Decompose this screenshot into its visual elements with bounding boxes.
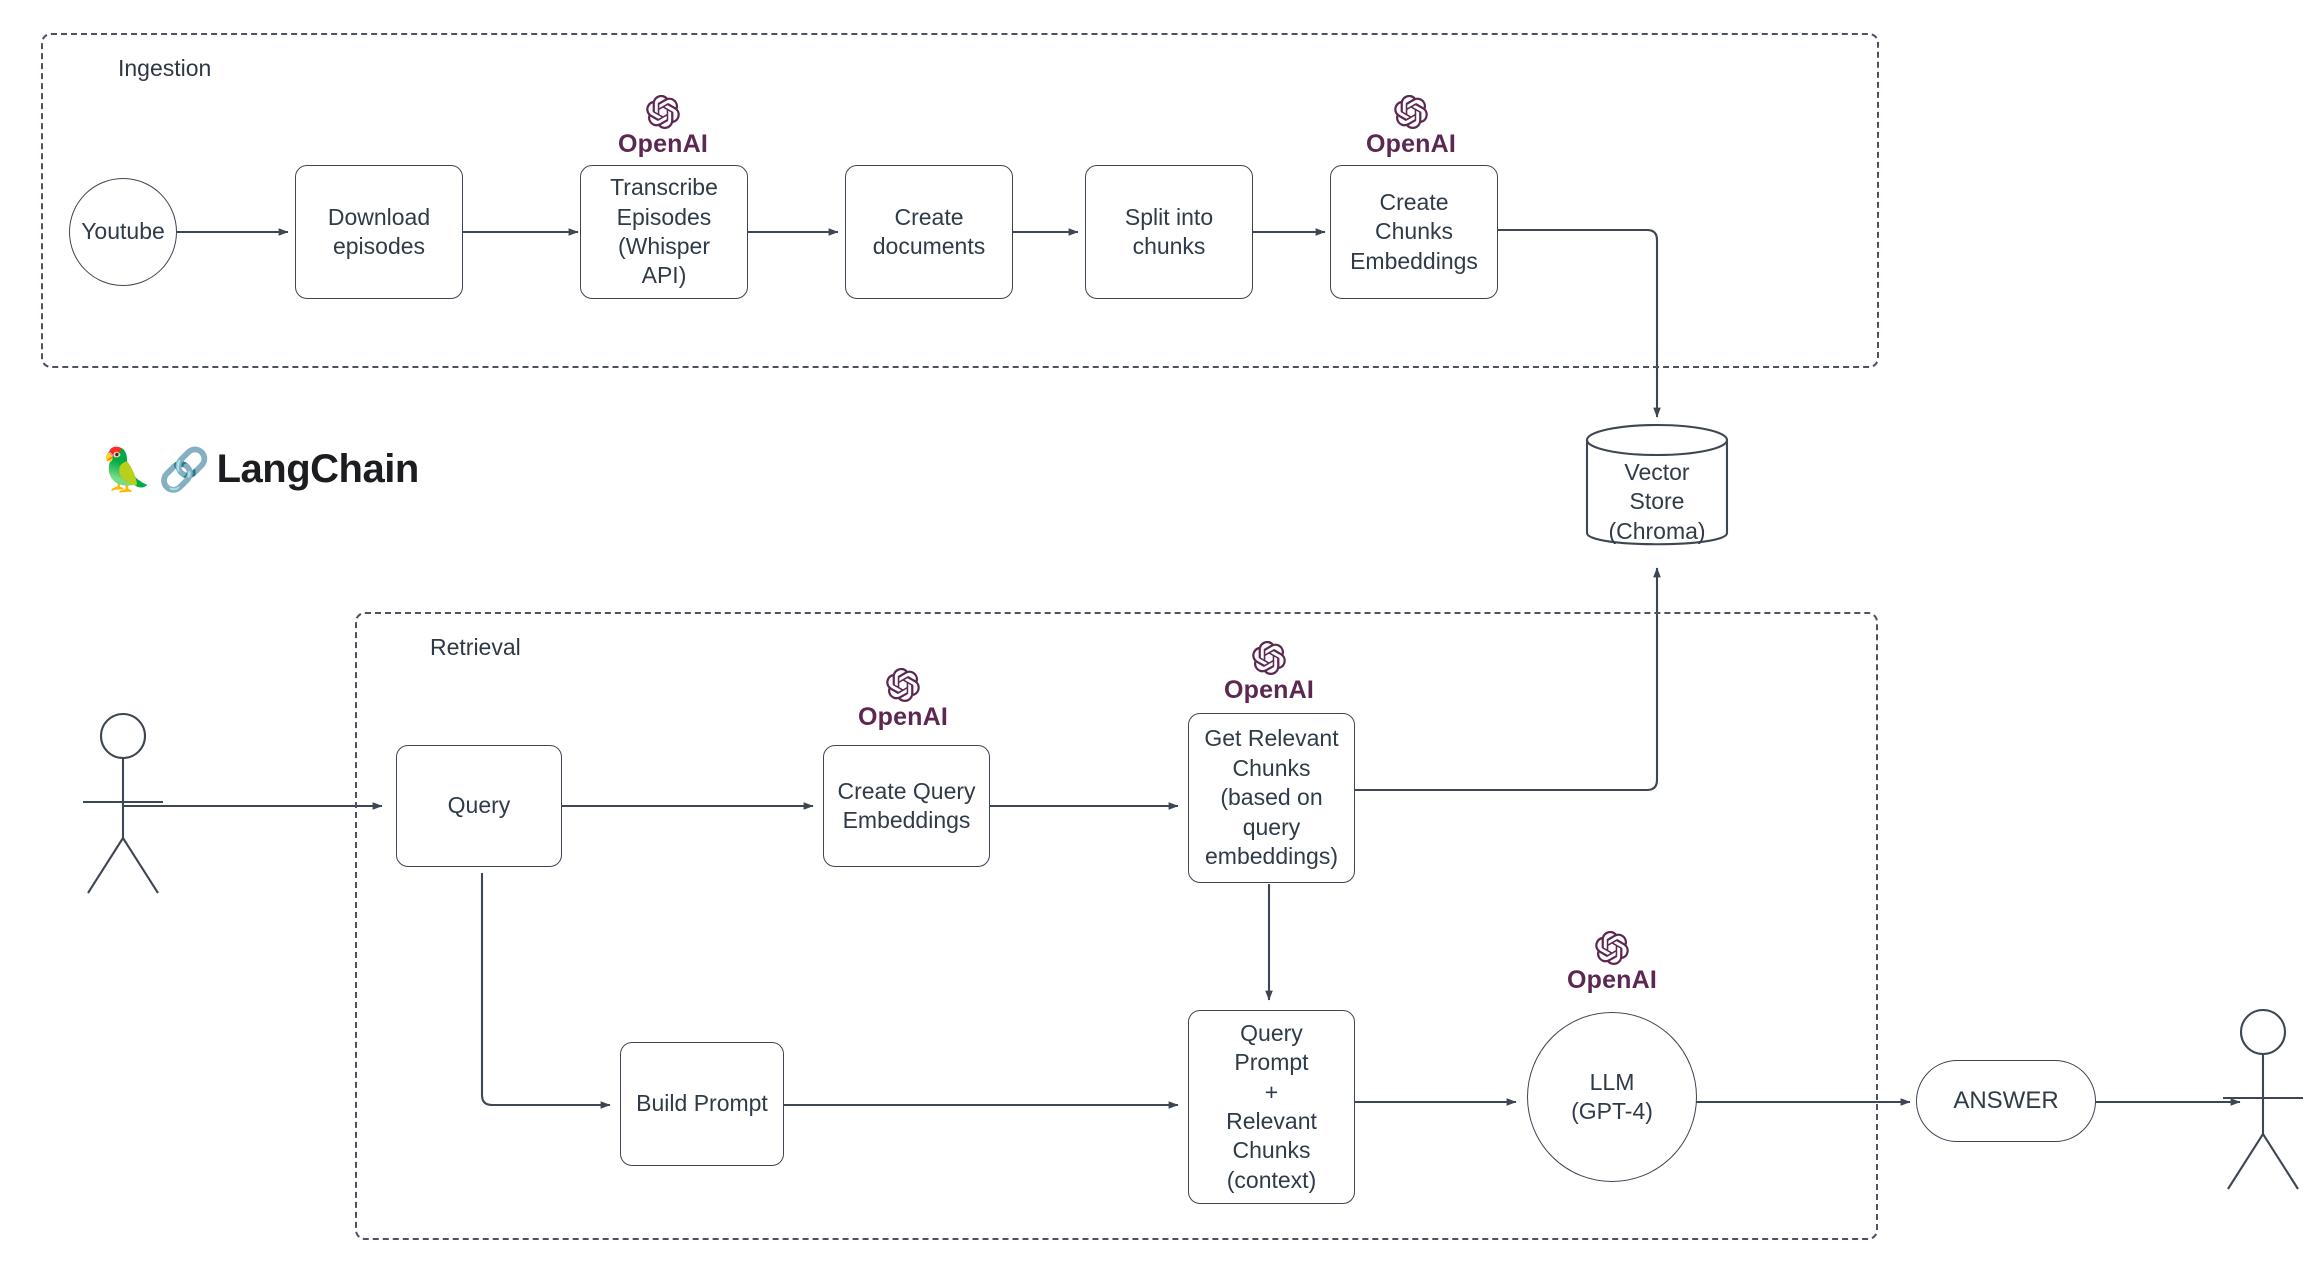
node-youtube[interactable]: Youtube: [69, 178, 177, 286]
parrot-icon: 🦜: [100, 445, 153, 493]
langchain-logo: 🦜 🔗 LangChain: [100, 447, 419, 492]
node-create-chunks-embeddings[interactable]: Create Chunks Embeddings: [1330, 165, 1498, 299]
node-vector-store-label: Vector Store (Chroma): [1608, 459, 1706, 544]
openai-badge-label: OpenAI: [1223, 676, 1315, 704]
user-right-actor: [2223, 1008, 2303, 1190]
node-query[interactable]: Query: [396, 745, 562, 867]
openai-badge-label: OpenAI: [1365, 130, 1457, 158]
langchain-wordmark: LangChain: [216, 447, 420, 491]
node-split-into-chunks[interactable]: Split into chunks: [1085, 165, 1253, 299]
openai-badge-label: OpenAI: [1566, 966, 1658, 994]
openai-logo-icon: [1595, 931, 1629, 965]
node-query-prompt-context[interactable]: Query Prompt + Relevant Chunks (context): [1188, 1010, 1355, 1204]
openai-logo-icon: [886, 668, 920, 702]
node-answer[interactable]: ANSWER: [1916, 1060, 2096, 1142]
node-create-documents[interactable]: Create documents: [845, 165, 1013, 299]
openai-logo-icon: [1394, 95, 1428, 129]
openai-logo-icon: [646, 95, 680, 129]
group-ingestion-label: Ingestion: [118, 55, 212, 81]
node-transcribe-episodes[interactable]: Transcribe Episodes (Whisper API): [580, 165, 748, 299]
node-download-episodes[interactable]: Download episodes: [295, 165, 463, 299]
openai-logo-icon: [1252, 641, 1286, 675]
openai-badge-llm: OpenAI: [1532, 931, 1692, 993]
node-get-relevant-chunks[interactable]: Get Relevant Chunks (based on query embe…: [1188, 713, 1355, 883]
chain-link-icon: 🔗: [158, 445, 211, 493]
node-llm[interactable]: LLM (GPT-4): [1527, 1012, 1697, 1182]
node-build-prompt[interactable]: Build Prompt: [620, 1042, 784, 1166]
openai-badge-relevant-chunks: OpenAI: [1189, 641, 1349, 703]
openai-badge-label: OpenAI: [617, 130, 709, 158]
group-ingestion: [41, 33, 1879, 368]
group-retrieval: [355, 612, 1878, 1240]
openai-badge-chunk-embeddings: OpenAI: [1331, 95, 1491, 157]
user-left-actor: [83, 712, 163, 894]
openai-badge-transcribe: OpenAI: [583, 95, 743, 157]
node-create-query-embeddings[interactable]: Create Query Embeddings: [823, 745, 990, 867]
node-vector-store[interactable]: Vector Store (Chroma): [1587, 430, 1727, 548]
group-retrieval-label: Retrieval: [430, 634, 521, 660]
openai-badge-label: OpenAI: [857, 703, 949, 731]
openai-badge-query-embeddings: OpenAI: [823, 668, 983, 730]
